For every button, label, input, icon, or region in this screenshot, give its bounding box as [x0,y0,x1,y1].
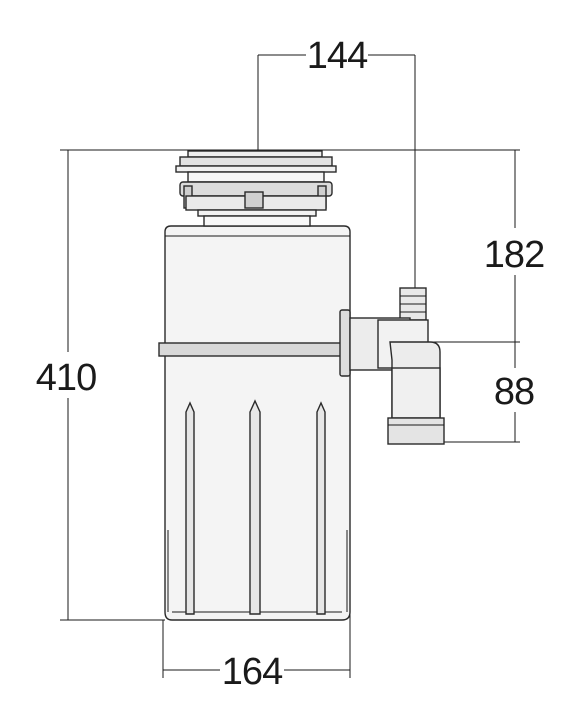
mounting-assembly [175,150,337,227]
dim-total-height: 410 [36,357,96,399]
disposer-body [158,225,356,621]
dim-top-width: 144 [307,35,368,77]
dim-upper-height: 182 [484,234,544,276]
dimension-lines [60,54,520,678]
canister-ribs [185,399,326,615]
dim-bottom-width: 164 [222,651,283,693]
dim-outlet-height: 88 [494,371,534,413]
canister-band [158,342,356,357]
dimension-labels: 144 410 182 88 164 [36,35,545,693]
outlet-fitting [339,287,445,445]
